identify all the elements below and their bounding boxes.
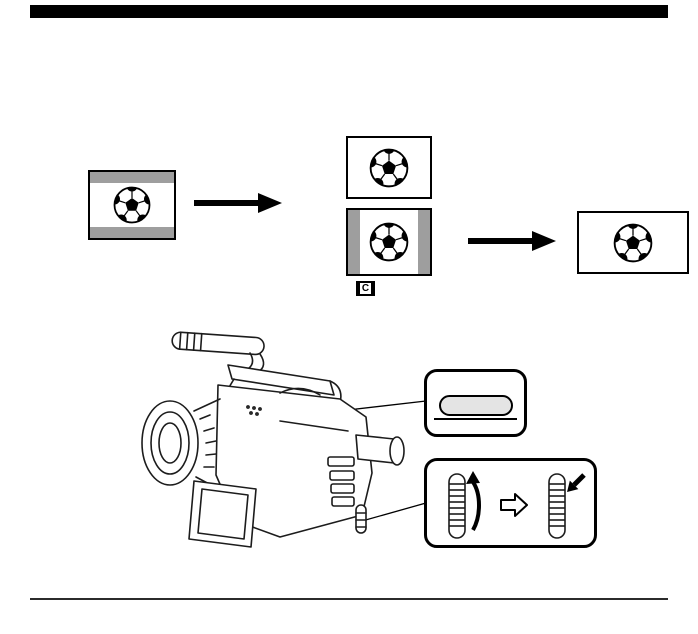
c-mark-icon: C <box>356 281 375 296</box>
frame-4x3-pillarbox <box>346 208 432 276</box>
callout-button-box <box>424 369 527 437</box>
frame-source-letterbox <box>88 170 176 240</box>
soccer-ball-icon <box>612 222 654 264</box>
frame-wide-16x9 <box>577 211 689 274</box>
panel-button-illustration <box>439 395 513 416</box>
pillarbox-band-left <box>348 210 360 274</box>
soccer-ball-icon <box>368 147 410 189</box>
pillarbox-band-right <box>418 210 430 274</box>
arrow-right-icon <box>194 193 282 213</box>
sel-push-exec-dial <box>355 504 367 534</box>
rotate-arrow-icon <box>466 471 481 531</box>
viewfinder <box>355 434 405 466</box>
control-buttons <box>327 456 355 507</box>
lcd-panel <box>188 480 257 548</box>
dial-rotate-icon <box>448 471 481 539</box>
letterbox-band-top <box>90 172 174 183</box>
hollow-arrow-right-icon <box>500 493 528 517</box>
camcorder-illustration <box>141 331 405 548</box>
soccer-ball-icon <box>368 221 410 263</box>
soccer-ball-icon <box>112 185 152 225</box>
arrow-right-icon <box>468 231 556 251</box>
callout-dial-box <box>424 458 597 548</box>
letterbox-band-bottom <box>90 227 174 238</box>
frame-4x3-full <box>346 136 432 199</box>
header-bar <box>30 5 668 18</box>
dial-press-icon <box>548 473 586 539</box>
lens-hood <box>141 398 227 494</box>
button-base-line <box>434 418 517 420</box>
microphone <box>171 331 265 356</box>
footer-rule <box>30 598 668 600</box>
c-mark-label: C <box>361 282 370 294</box>
press-arrow-icon <box>567 473 586 492</box>
